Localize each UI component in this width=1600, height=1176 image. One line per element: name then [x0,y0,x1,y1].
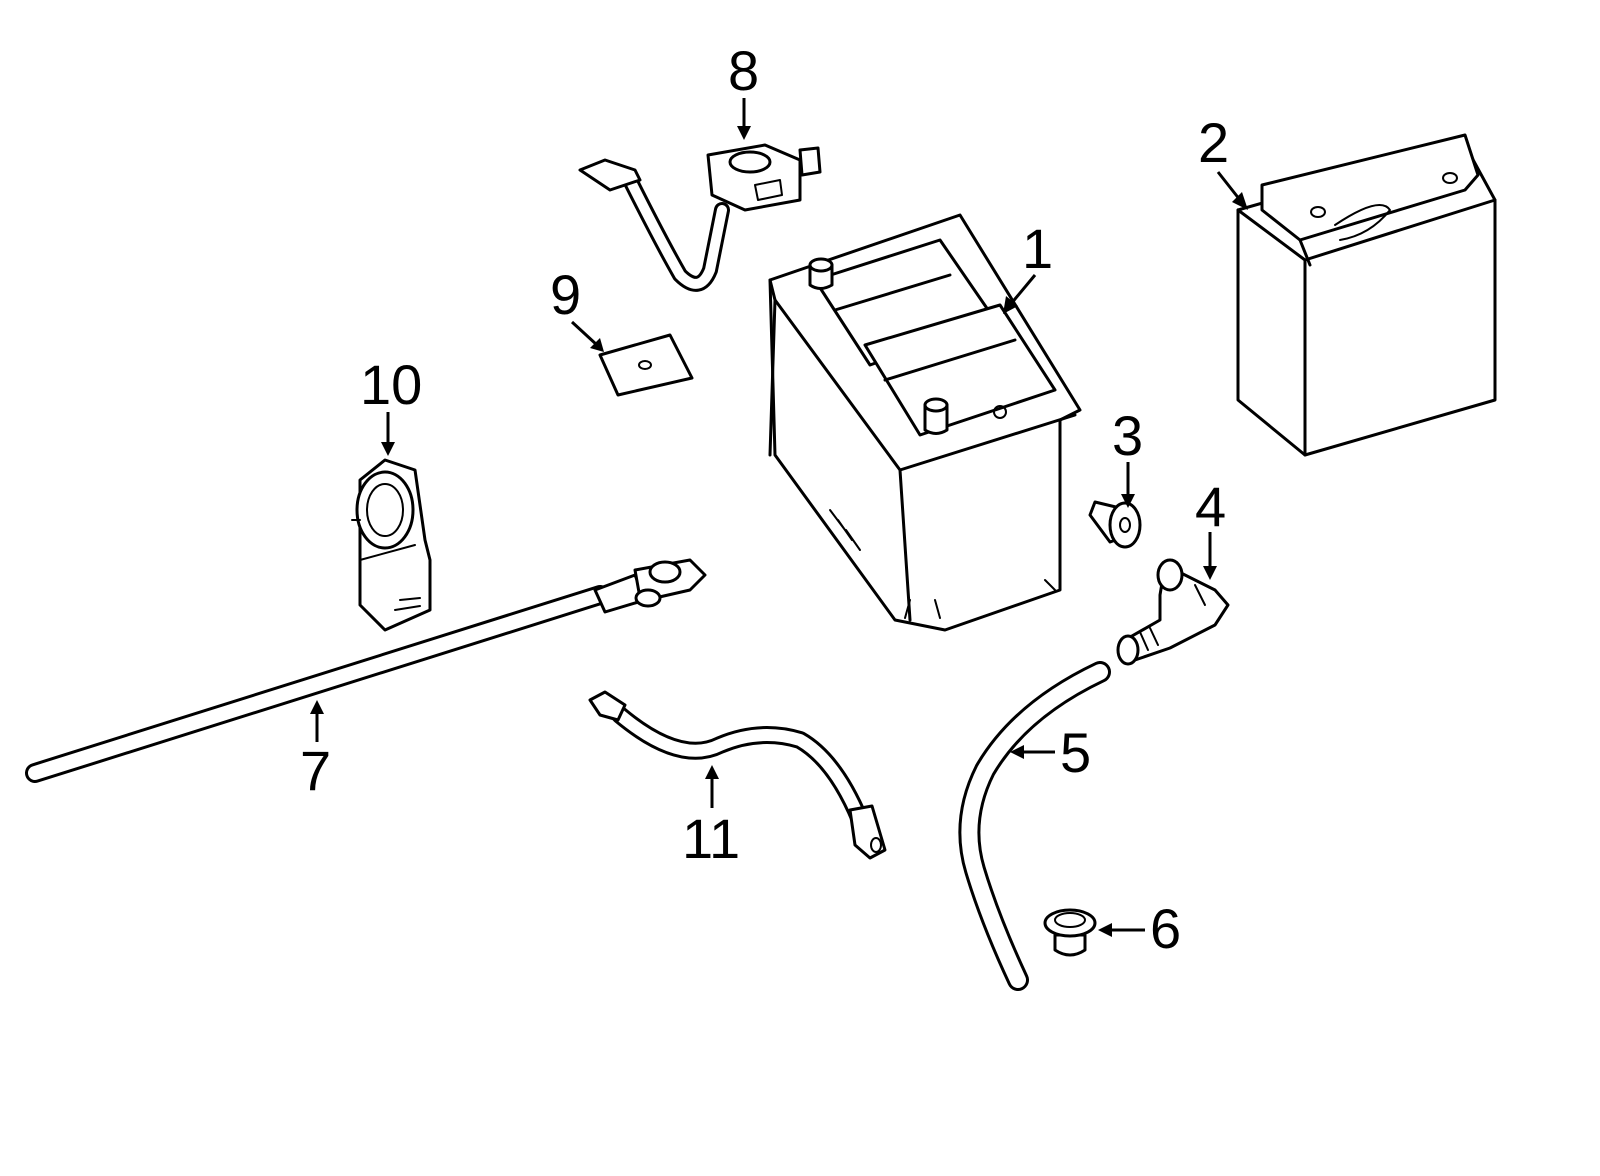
battery-part-1[interactable] [768,213,1082,632]
callout-label-6: 6 [1150,897,1181,960]
callout-2: 2 [1198,111,1248,210]
callout-10: 10 [360,353,422,456]
insulator-pad-part-9[interactable] [598,333,694,397]
vent-elbow-part-4[interactable] [1116,558,1230,666]
callout-1: 1 [1003,217,1053,314]
callout-label-3: 3 [1112,404,1143,467]
vent-plug-part-3[interactable] [1088,500,1142,549]
callout-label-8: 8 [728,39,759,102]
callout-4: 4 [1195,475,1226,580]
callout-11: 11 [682,765,740,870]
callout-label-9: 9 [550,263,581,326]
callout-label-4: 4 [1195,475,1226,538]
callout-3: 3 [1112,404,1143,508]
callout-label-2: 2 [1198,111,1229,174]
positive-cable-part-7[interactable] [25,558,707,783]
grommet-part-6[interactable] [1043,908,1097,957]
callout-label-11: 11 [682,807,740,870]
auxiliary-battery-part-2[interactable] [1236,133,1497,457]
callout-9: 9 [550,263,604,352]
callout-6: 6 [1098,897,1181,960]
terminal-cable-part-8[interactable] [578,143,822,292]
callout-label-7: 7 [300,739,331,802]
callout-label-5: 5 [1060,721,1091,784]
callout-7: 7 [300,700,331,802]
callout-label-10: 10 [360,353,422,416]
callout-label-1: 1 [1022,217,1053,280]
terminal-cover-part-10[interactable] [351,458,432,632]
callout-5: 5 [1010,721,1091,784]
vent-hose-part-5[interactable] [958,661,1111,991]
ground-cable-part-11[interactable] [588,690,887,860]
callout-8: 8 [728,39,759,140]
